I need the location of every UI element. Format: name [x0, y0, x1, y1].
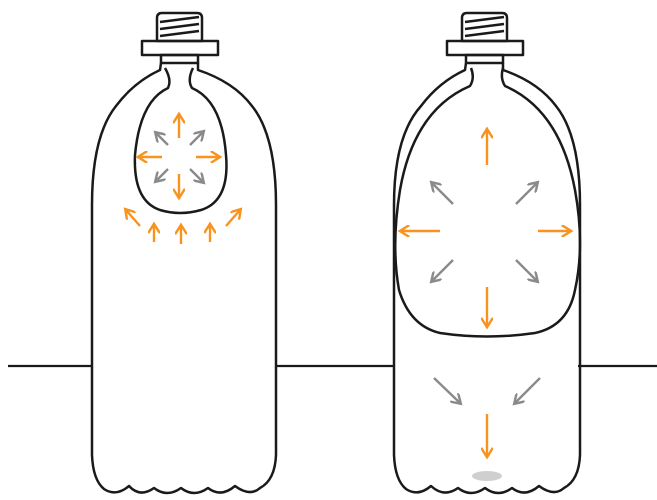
right-bottle-lower-arrows — [434, 378, 540, 456]
left-balloon — [135, 68, 227, 213]
gray-arrow-down-right — [190, 169, 203, 182]
left-bottle — [92, 13, 276, 493]
right-bottle-cap — [447, 13, 523, 63]
orange-arrow-external-5 — [226, 210, 240, 226]
water-puddle — [472, 471, 502, 481]
gray-arrow-up-left — [156, 133, 168, 145]
left-bottle-cap — [142, 13, 218, 63]
gray-arrow-lower-right — [515, 378, 540, 403]
gray-arrow-down-right — [516, 260, 537, 281]
gray-arrow-lower-left — [434, 378, 460, 403]
gray-arrow-up-right — [516, 183, 537, 204]
left-balloon-pressure-arrows — [139, 115, 219, 197]
gray-arrow-up-right — [190, 132, 203, 145]
gray-arrow-down-left — [432, 260, 453, 281]
gray-arrow-down-left — [156, 169, 168, 181]
right-balloon-pressure-arrows — [401, 130, 570, 326]
left-bottle-body — [92, 63, 276, 493]
gray-arrow-up-left — [432, 183, 453, 204]
orange-arrow-external-1 — [126, 210, 140, 226]
left-external-pressure-arrows — [126, 210, 240, 244]
